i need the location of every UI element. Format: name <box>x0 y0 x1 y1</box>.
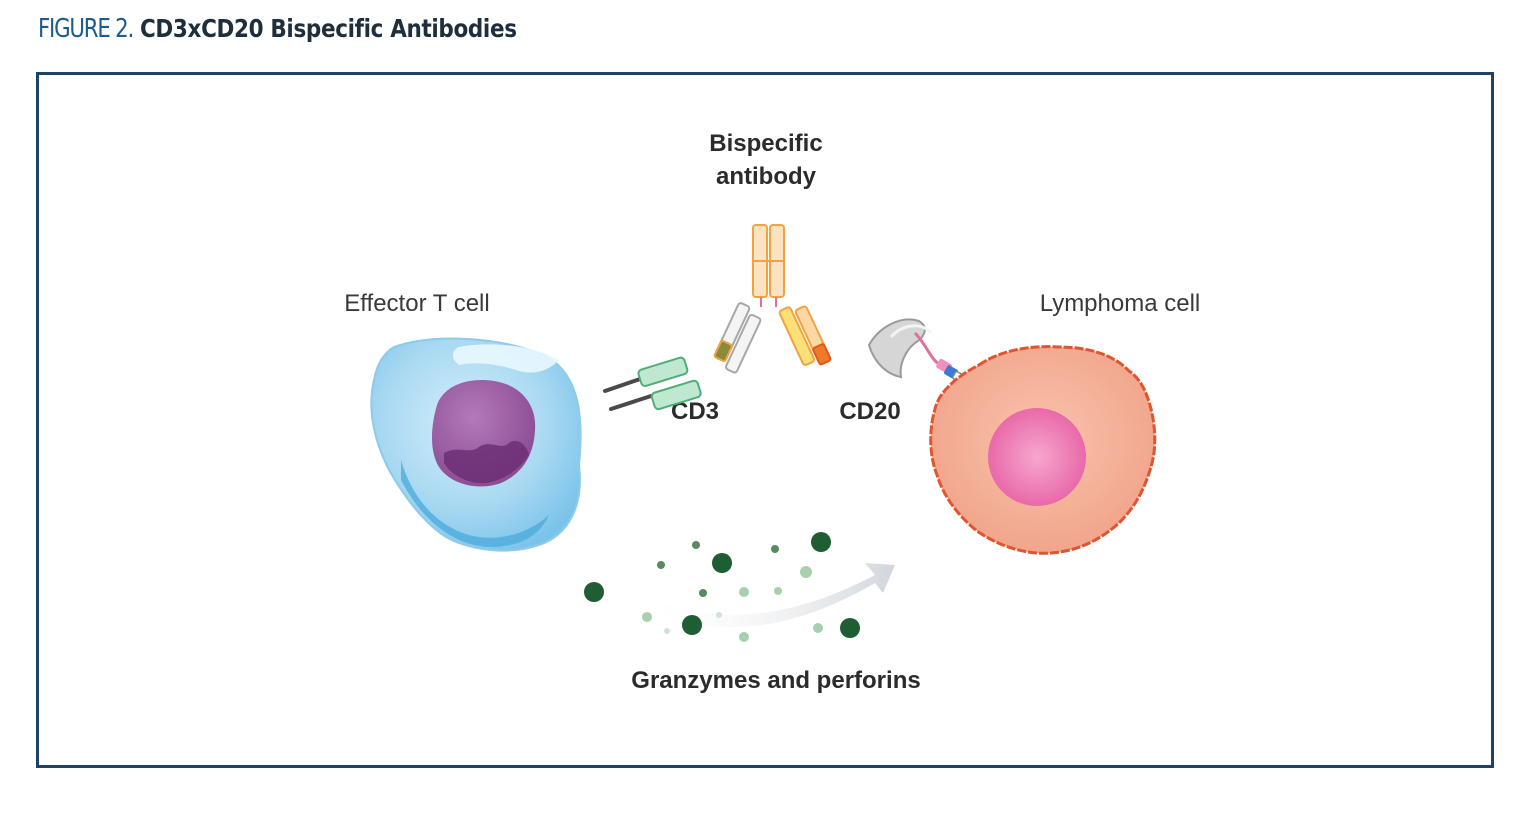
figure-title: CD3xCD20 Bispecific Antibodies <box>139 14 517 43</box>
diagram-canvas: Bispecific antibody Effector T cell Lymp… <box>344 130 1201 694</box>
t-cell-highlight <box>453 344 559 373</box>
granzyme-arrow <box>639 563 895 628</box>
granzymes-label: Granzymes and perforins <box>631 667 920 694</box>
figure-frame: Bispecific antibody Effector T cell Lymp… <box>36 72 1494 768</box>
antibody-label-line1: Bispecific <box>709 130 822 157</box>
lymphoma-cell-label: Lymphoma cell <box>1040 290 1201 317</box>
lymphoma-cell <box>929 345 1157 555</box>
t-cell-nucleus-detail <box>444 440 529 484</box>
antibody-label-line2: antibody <box>716 163 817 190</box>
lymphoma-cell-nucleus <box>988 408 1086 506</box>
t-cell-cytoplasm-shade <box>401 460 549 547</box>
bispecific-antibody <box>713 224 832 374</box>
figure-header: FIGURE 2. CD3xCD20 Bispecific Antibodies <box>38 14 578 54</box>
cd20-receptor <box>867 318 972 387</box>
t-cell-label: Effector T cell <box>344 290 489 317</box>
cd20-label: CD20 <box>839 398 900 425</box>
figure-label: FIGURE 2. <box>38 14 134 44</box>
cd3-receptor <box>603 356 702 411</box>
granzyme-particles <box>584 532 860 642</box>
effector-t-cell <box>370 337 582 552</box>
